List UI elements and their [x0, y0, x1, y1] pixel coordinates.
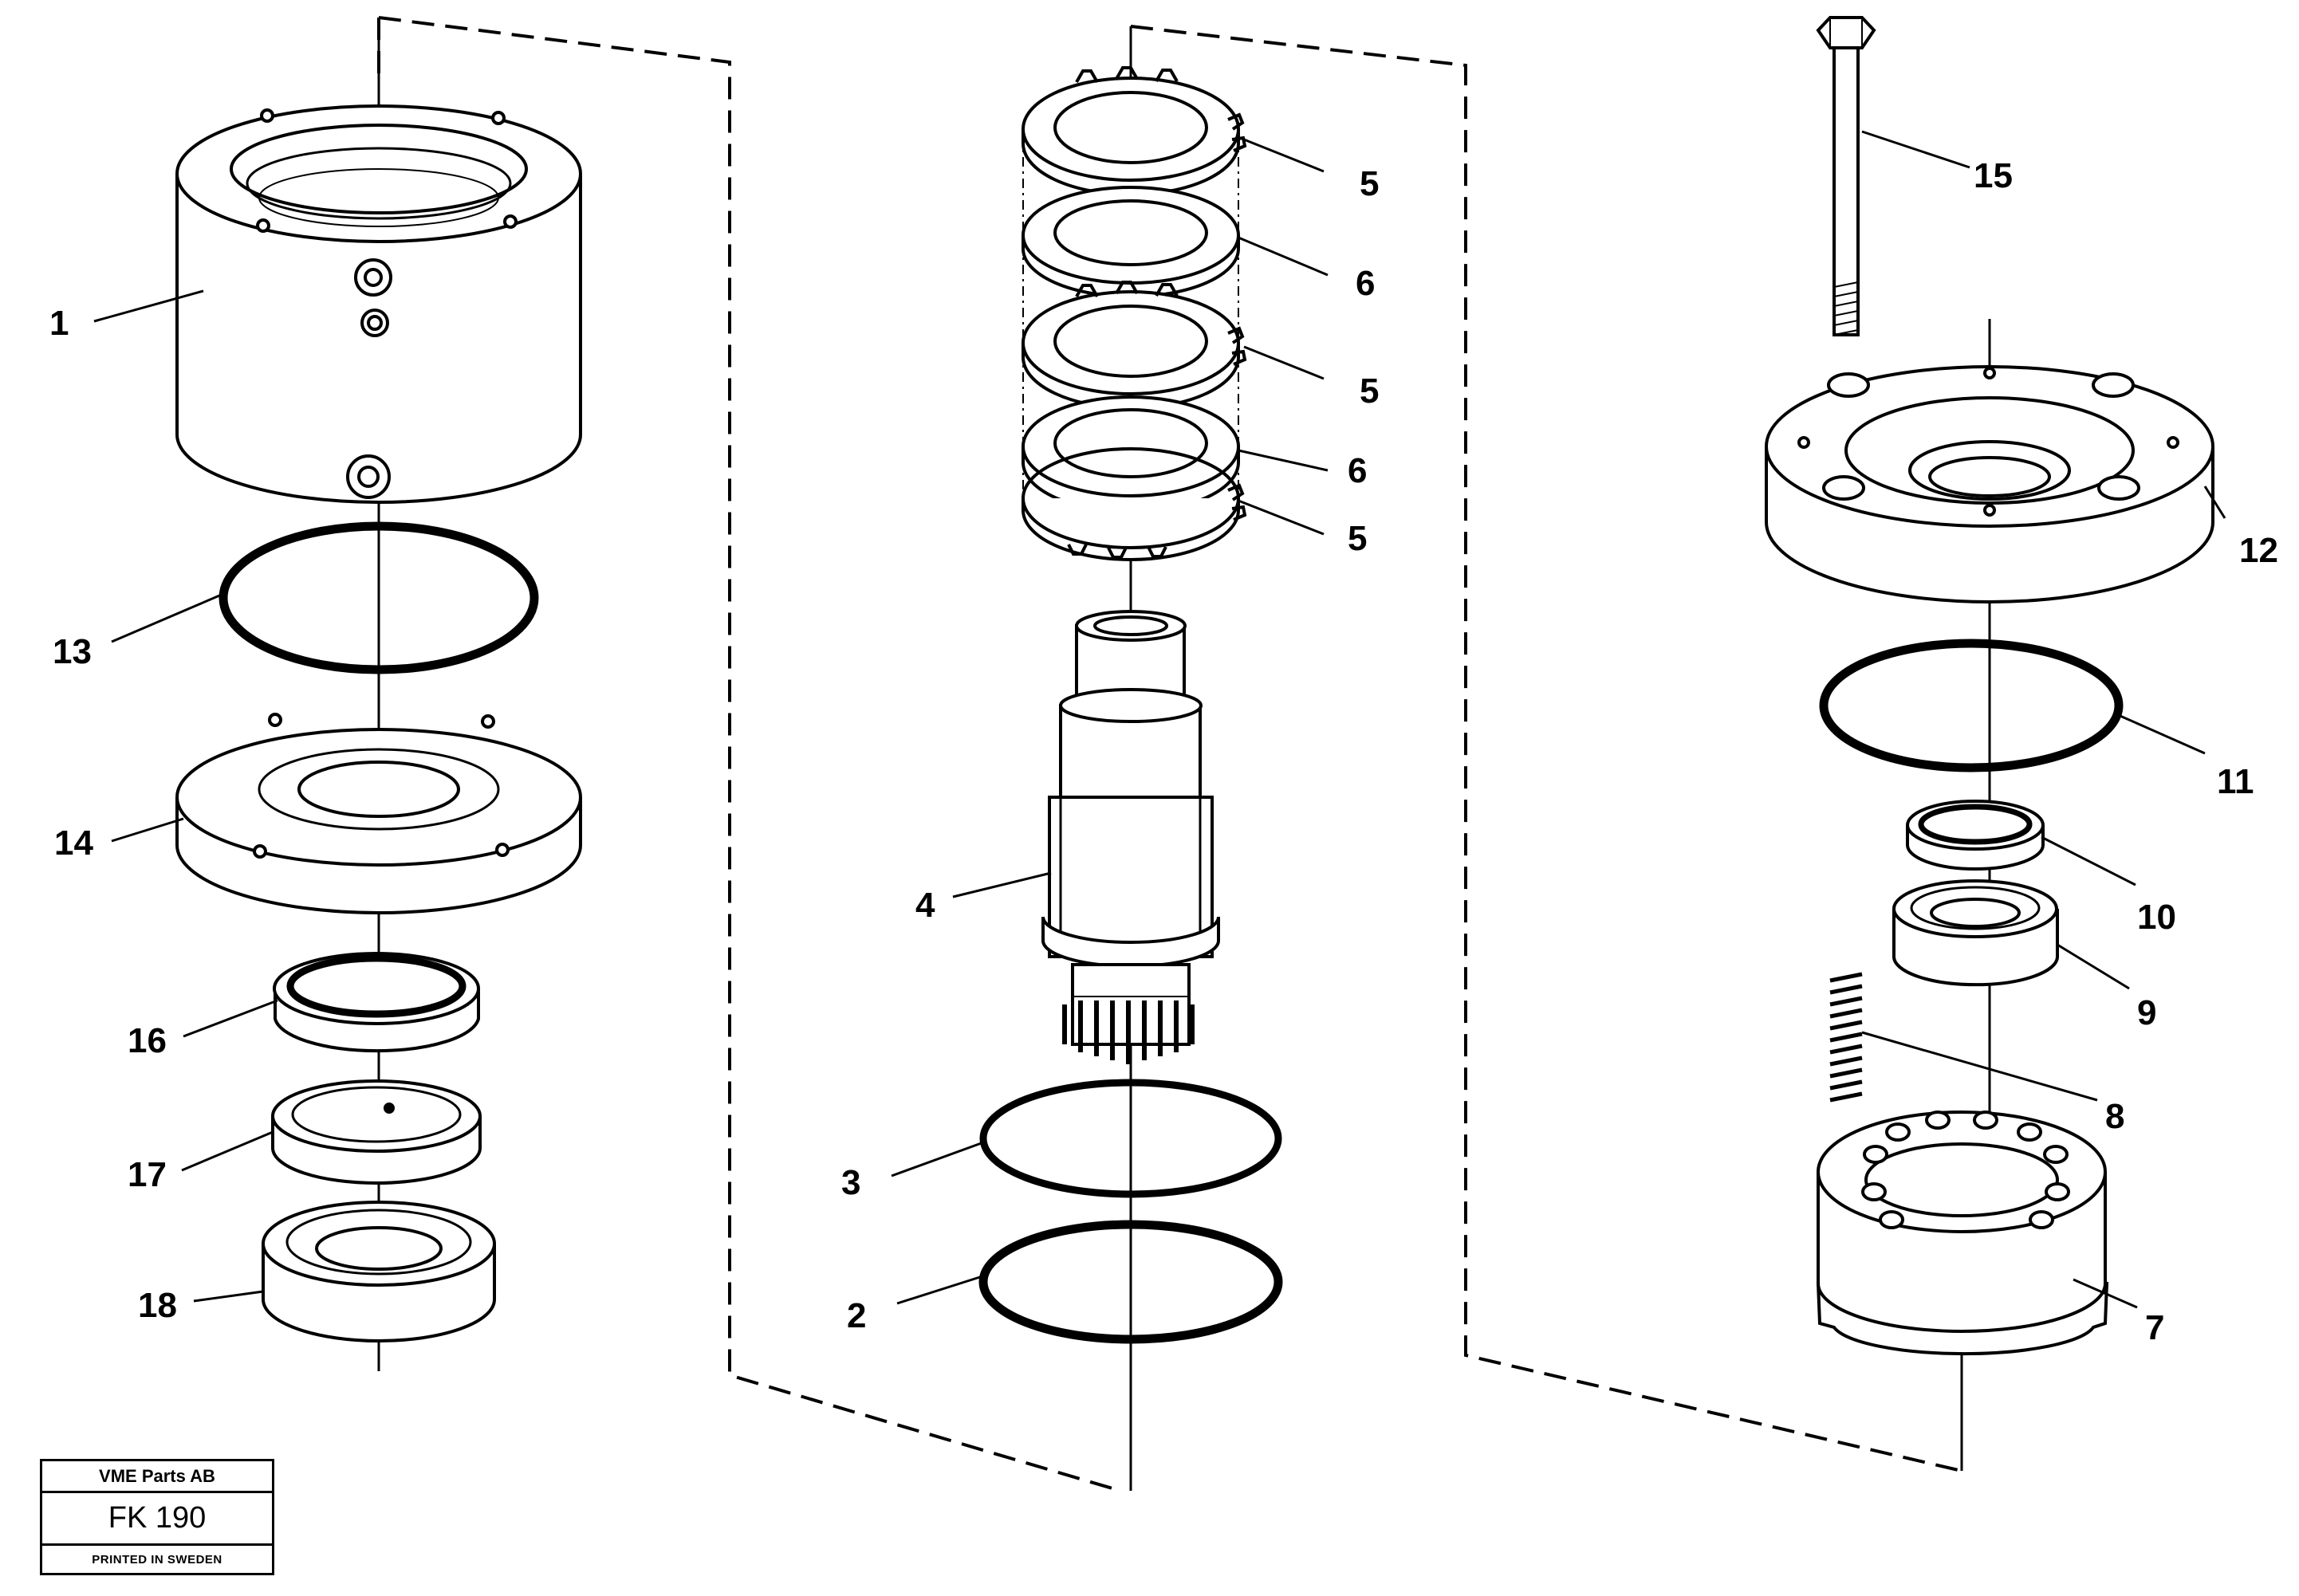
callout-16: 16 — [128, 1021, 167, 1060]
part-11-o-ring — [1819, 639, 2124, 772]
part-5-disc-bottom — [1022, 447, 1247, 561]
part-1-housing — [175, 104, 582, 504]
part-18-bearing — [262, 1201, 496, 1342]
leader-lines — [93, 130, 2226, 1309]
disc-stack-guide — [1022, 136, 1239, 498]
callout-7: 7 — [2145, 1308, 2164, 1347]
part-6-spacer-top — [1022, 186, 1240, 298]
part-13-o-ring — [218, 521, 539, 674]
part-10-ring — [1906, 800, 2045, 871]
part-7-carrier — [1816, 1111, 2109, 1356]
part-3-o-ring — [979, 1079, 1282, 1198]
callout-18: 18 — [138, 1286, 177, 1325]
part-16-seal — [273, 952, 480, 1053]
callout-6b: 6 — [1348, 451, 1367, 490]
callout-1: 1 — [49, 304, 69, 343]
part-2-o-ring — [978, 1220, 1283, 1344]
callout-9: 9 — [2137, 993, 2156, 1032]
part-17-ring — [271, 1079, 482, 1185]
part-12-cover — [1765, 365, 2214, 603]
stamp-company: VME Parts AB — [42, 1461, 272, 1493]
callout-17: 17 — [128, 1155, 167, 1194]
part-8-spring — [1829, 972, 1863, 1103]
assembly-outline-right — [1130, 25, 1962, 1472]
callout-4: 4 — [915, 886, 935, 925]
part-5-disc-middle — [1022, 281, 1247, 410]
part-6-spacer-lower — [1022, 395, 1240, 513]
callout-11: 11 — [2217, 762, 2254, 801]
callout-10: 10 — [2137, 898, 2176, 937]
callout-6a: 6 — [1356, 264, 1375, 303]
callout-5b: 5 — [1360, 371, 1379, 411]
callout-2: 2 — [847, 1296, 866, 1335]
part-14-flange — [175, 713, 582, 914]
callout-5c: 5 — [1348, 519, 1367, 558]
stamp-footer: PRINTED IN SWEDEN — [92, 1552, 222, 1567]
callout-8: 8 — [2105, 1097, 2124, 1136]
callout-13: 13 — [53, 632, 92, 671]
callout-12: 12 — [2239, 531, 2278, 570]
part-9-bearing — [1892, 879, 2059, 987]
parts-stamp: VME Parts AB FK 190 PRINTED IN SWEDEN — [40, 1459, 274, 1575]
part-4-shaft — [1041, 610, 1220, 1064]
callout-labels: 1 13 14 16 17 18 5 6 5 6 5 4 3 2 15 12 1… — [49, 156, 2278, 1347]
callout-5a: 5 — [1360, 164, 1379, 203]
part-15-bolt — [1816, 16, 1876, 336]
callout-3: 3 — [841, 1163, 860, 1202]
callout-15: 15 — [1974, 156, 2013, 195]
callout-14: 14 — [54, 824, 93, 863]
stamp-code: FK 190 — [42, 1493, 272, 1546]
